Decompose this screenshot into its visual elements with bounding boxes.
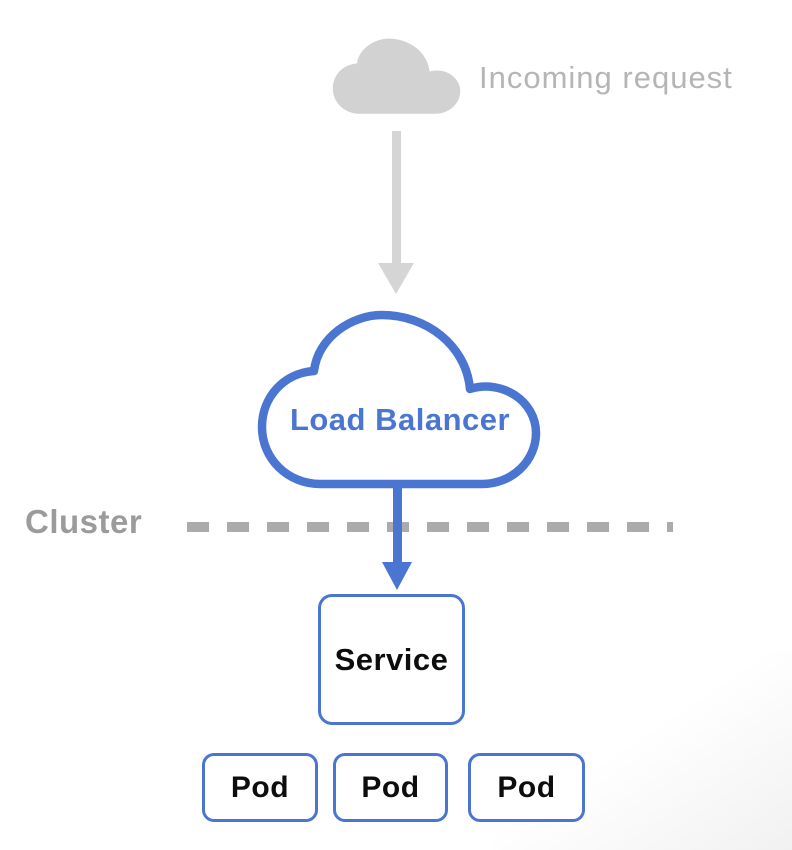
service-node: Service [318,594,465,725]
pod-node-2: Pod [333,753,448,822]
pod-node-3: Pod [468,753,585,822]
service-label: Service [334,641,449,677]
pod-label: Pod [230,770,290,804]
cluster-label: Cluster [25,503,143,540]
incoming-cloud-icon [330,36,464,116]
cluster-boundary-dashed-line [187,522,673,532]
load-balancer-label: Load Balancer [289,402,511,437]
pod-label: Pod [497,770,556,804]
pod-node-1: Pod [202,753,318,822]
lb-to-service-arrow-shaft [393,487,402,564]
pod-label: Pod [361,770,420,804]
incoming-request-label: Incoming request [479,60,733,95]
incoming-arrow-head-icon [378,263,414,294]
incoming-arrow-shaft [392,131,401,264]
lb-to-service-arrow-head-icon [382,562,412,590]
load-balancer-cloud-icon [256,308,544,490]
